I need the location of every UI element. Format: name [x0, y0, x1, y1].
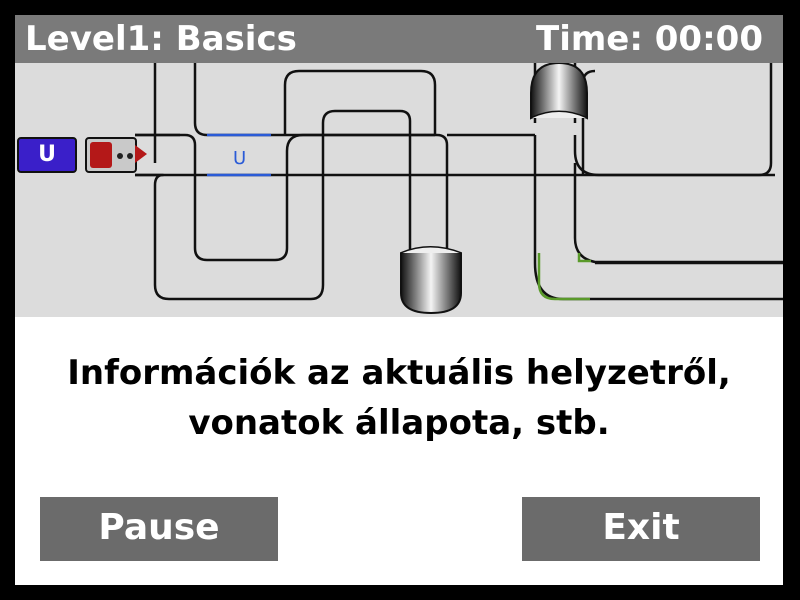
active-track — [537, 253, 591, 301]
pause-button[interactable]: Pause — [40, 497, 278, 561]
engine-cab — [90, 142, 112, 168]
wagon-label: U — [38, 142, 56, 167]
engine-nose — [135, 145, 147, 163]
tunnel-bottom[interactable] — [400, 246, 462, 315]
track-upper-loop — [283, 69, 437, 135]
exit-button[interactable]: Exit — [522, 497, 760, 561]
train-wagon[interactable]: U — [17, 137, 77, 173]
level-title: Level1: Basics — [25, 19, 297, 59]
track-main-lower — [135, 109, 412, 301]
info-line-1: Információk az aktuális helyzetről, — [67, 353, 731, 393]
train-engine[interactable] — [85, 137, 137, 173]
track-map — [135, 63, 783, 315]
engine-light — [127, 153, 133, 159]
top-bar: Level1: Basics Time: 00:00 — [15, 15, 783, 63]
info-line-2: vonatok állapota, stb. — [188, 403, 610, 443]
track-main-upper — [135, 133, 449, 262]
track-right-mid — [573, 163, 783, 264]
track-right-loop — [573, 63, 773, 177]
timer: Time: 00:00 — [536, 19, 763, 59]
info-text: Információk az aktuális helyzetről, vona… — [15, 348, 783, 448]
engine-light — [117, 153, 123, 159]
tunnel-top[interactable] — [530, 63, 588, 120]
rail-board[interactable] — [15, 63, 783, 317]
station-label: U — [233, 148, 247, 169]
station-marks — [207, 133, 271, 177]
